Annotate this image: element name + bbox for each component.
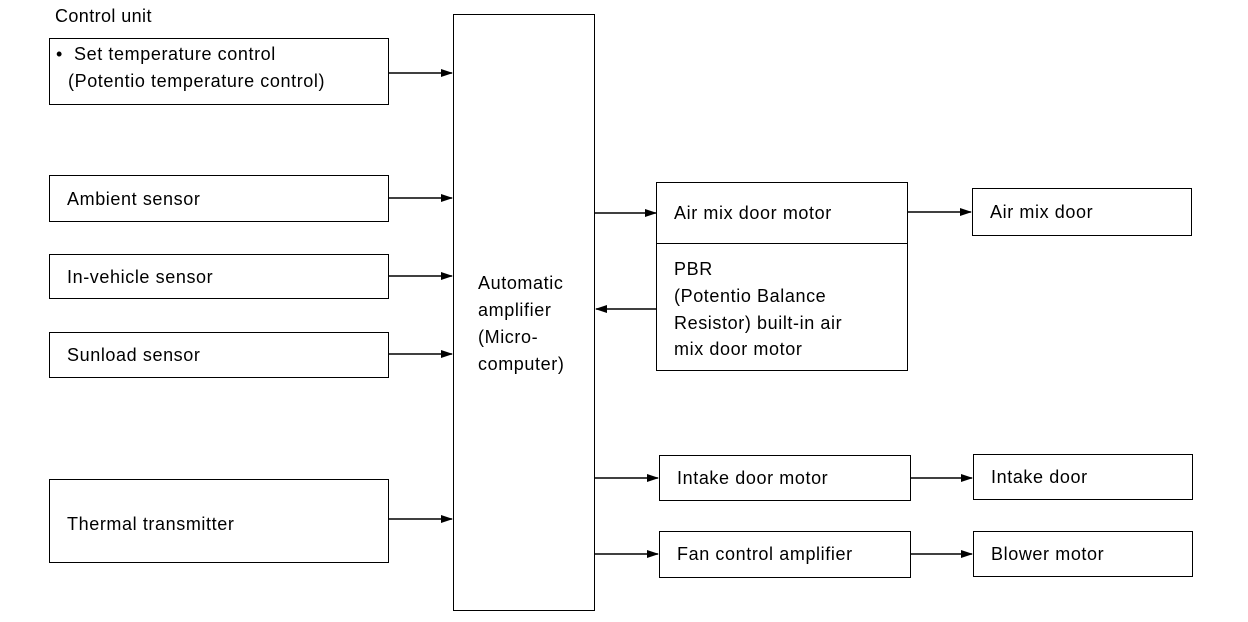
amplifier-line2: amplifier bbox=[478, 300, 552, 320]
sunload-sensor-label: Sunload sensor bbox=[67, 345, 201, 365]
intake-door-label: Intake door bbox=[991, 467, 1088, 487]
set-temperature-control-box: • Set temperature control (Potentio temp… bbox=[49, 38, 389, 105]
sunload-sensor-box: Sunload sensor bbox=[49, 332, 389, 378]
control-unit-label: Control unit bbox=[55, 6, 152, 26]
amplifier-line1: Automatic bbox=[478, 273, 564, 293]
fan-control-amplifier-label: Fan control amplifier bbox=[677, 544, 853, 564]
air-mix-door-motor-label: Air mix door motor bbox=[674, 203, 832, 223]
pbr-line4: mix door motor bbox=[674, 339, 803, 359]
set-temp-line2: (Potentio temperature control) bbox=[68, 71, 326, 91]
intake-door-motor-box: Intake door motor bbox=[659, 455, 911, 501]
intake-door-motor-label: Intake door motor bbox=[677, 468, 829, 488]
air-mix-divider bbox=[657, 243, 907, 244]
pbr-line2: (Potentio Balance bbox=[674, 286, 827, 306]
amplifier-line4: computer) bbox=[478, 354, 565, 374]
fan-control-amplifier-box: Fan control amplifier bbox=[659, 531, 911, 578]
pbr-line1: PBR bbox=[674, 259, 713, 279]
pbr-line3: Resistor) built-in air bbox=[674, 313, 843, 333]
in-vehicle-sensor-label: In-vehicle sensor bbox=[67, 267, 214, 287]
set-temp-line1: Set temperature control bbox=[74, 44, 276, 64]
air-mix-door-label: Air mix door bbox=[990, 202, 1094, 222]
blower-motor-box: Blower motor bbox=[973, 531, 1193, 577]
air-mix-door-box: Air mix door bbox=[972, 188, 1192, 236]
automatic-amplifier-box: Automatic amplifier (Micro- computer) bbox=[453, 14, 595, 611]
intake-door-box: Intake door bbox=[973, 454, 1193, 500]
amplifier-line3: (Micro- bbox=[478, 327, 539, 347]
air-mix-door-motor-box: Air mix door motor PBR (Potentio Balance… bbox=[656, 182, 908, 371]
thermal-transmitter-box: Thermal transmitter bbox=[49, 479, 389, 563]
blower-motor-label: Blower motor bbox=[991, 544, 1105, 564]
bullet: • bbox=[56, 44, 63, 64]
ambient-sensor-label: Ambient sensor bbox=[67, 189, 201, 209]
in-vehicle-sensor-box: In-vehicle sensor bbox=[49, 254, 389, 299]
thermal-transmitter-label: Thermal transmitter bbox=[67, 514, 235, 534]
ambient-sensor-box: Ambient sensor bbox=[49, 175, 389, 222]
